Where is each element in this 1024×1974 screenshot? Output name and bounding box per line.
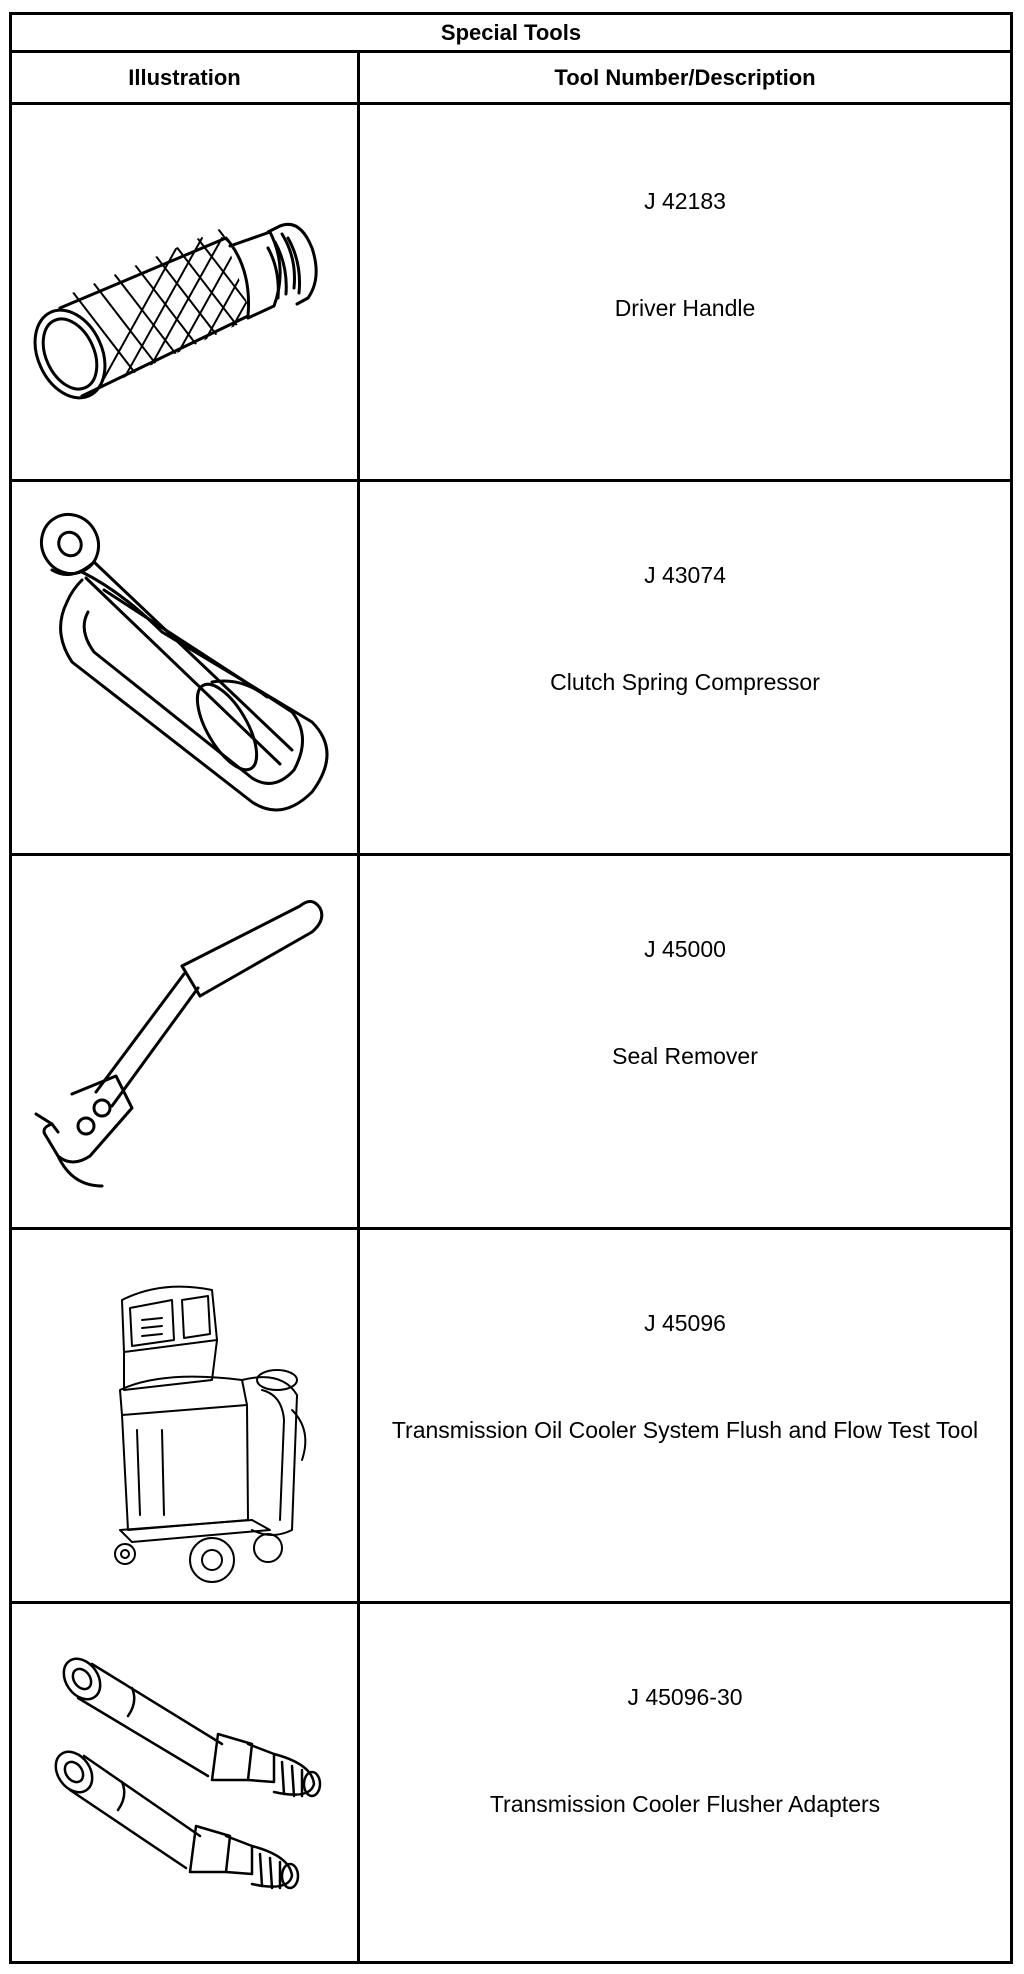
table-row: J 45096 Transmission Oil Cooler System F…: [12, 1230, 1010, 1601]
driver-handle-icon: [12, 108, 357, 479]
clutch-spring-compressor-icon: [12, 482, 357, 853]
tool-number: J 42183: [644, 188, 726, 214]
special-tools-table: Special Tools Illustration Tool Number/D…: [9, 12, 1013, 1964]
column-divider: [357, 53, 360, 1961]
row-divider: [12, 1227, 1010, 1230]
table-title: Special Tools: [12, 15, 1010, 53]
header-illustration: Illustration: [128, 64, 241, 90]
tool-description-cell: J 45000 Seal Remover: [360, 856, 1010, 1227]
flush-and-flow-test-tool-icon: [12, 1230, 357, 1601]
table-row: J 42183 Driver Handle: [12, 108, 1010, 479]
tool-description-cell: J 45096-30 Transmission Cooler Flusher A…: [360, 1604, 1010, 1961]
table-header-row: Illustration Tool Number/Description: [12, 53, 1010, 105]
flusher-adapters-icon: [12, 1604, 357, 1961]
tool-number: J 45096-30: [627, 1684, 743, 1710]
row-divider: [12, 853, 1010, 856]
tool-name: Transmission Oil Cooler System Flush and…: [391, 1417, 979, 1443]
tool-description-cell: J 45096 Transmission Oil Cooler System F…: [360, 1230, 1010, 1601]
tool-name: Driver Handle: [614, 295, 756, 321]
table-row: J 45000 Seal Remover: [12, 856, 1010, 1227]
tool-description-cell: J 42183 Driver Handle: [360, 108, 1010, 479]
seal-remover-icon: [12, 856, 357, 1227]
table-row: J 45096-30 Transmission Cooler Flusher A…: [12, 1604, 1010, 1961]
row-divider: [12, 479, 1010, 482]
tool-number: J 43074: [644, 562, 726, 588]
tool-number: J 45096: [644, 1310, 726, 1336]
header-tool-number-description: Tool Number/Description: [554, 64, 816, 90]
tool-description-cell: J 43074 Clutch Spring Compressor: [360, 482, 1010, 853]
table-row: J 43074 Clutch Spring Compressor: [12, 482, 1010, 853]
tool-name: Seal Remover: [612, 1043, 758, 1069]
row-divider: [12, 1601, 1010, 1604]
tool-name: Transmission Cooler Flusher Adapters: [489, 1791, 881, 1817]
tool-number: J 45000: [644, 936, 726, 962]
tool-name: Clutch Spring Compressor: [550, 669, 820, 695]
